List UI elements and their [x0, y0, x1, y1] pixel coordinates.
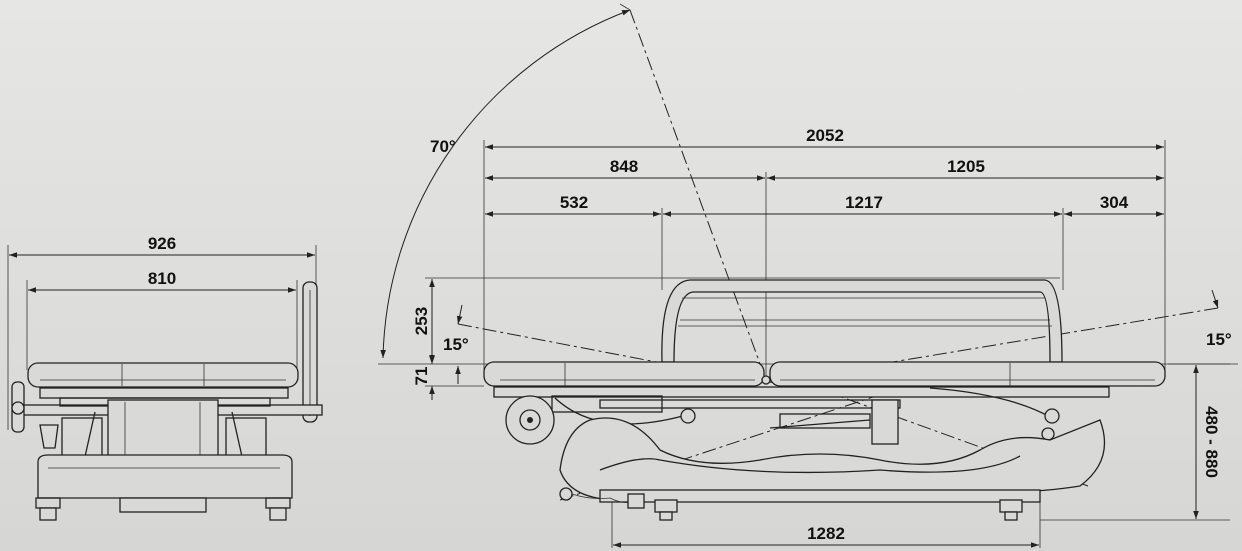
- dim-foot-tilt: 15°: [1206, 330, 1232, 349]
- dim-back-section: 532: [560, 193, 588, 212]
- dim-overall-width: 926: [148, 234, 176, 253]
- side-frame: [493, 386, 1110, 445]
- front-mattress: [27, 362, 299, 388]
- dim-backrest-angle: 70°: [430, 137, 456, 156]
- front-side-rail: [302, 281, 318, 423]
- dim-mattress-thickness: 71: [412, 367, 431, 386]
- side-rail: [661, 279, 1063, 363]
- side-wheel: [505, 395, 555, 445]
- side-base: [559, 417, 1106, 521]
- dim-mattress-width: 810: [148, 269, 176, 288]
- dim-wheelbase: 1282: [807, 524, 845, 543]
- side-mattress: [483, 361, 1166, 387]
- dim-head-section: 848: [610, 157, 638, 176]
- dim-height-range: 480 - 880: [1202, 406, 1221, 478]
- dim-foot-section: 1205: [947, 157, 985, 176]
- front-view: 926 810: [7, 234, 323, 521]
- dim-seat-section: 1217: [845, 193, 883, 212]
- front-base: [35, 454, 293, 521]
- dim-rail-height: 253: [412, 307, 431, 335]
- dim-leg-section: 304: [1100, 193, 1129, 212]
- front-crank: [11, 381, 59, 449]
- dim-total-length: 2052: [806, 126, 844, 145]
- dim-head-tilt: 15°: [443, 335, 469, 354]
- side-view: 2052 848 1205 532 1217 304 70° 253 71 15…: [378, 3, 1238, 548]
- arc-70: [380, 9, 631, 359]
